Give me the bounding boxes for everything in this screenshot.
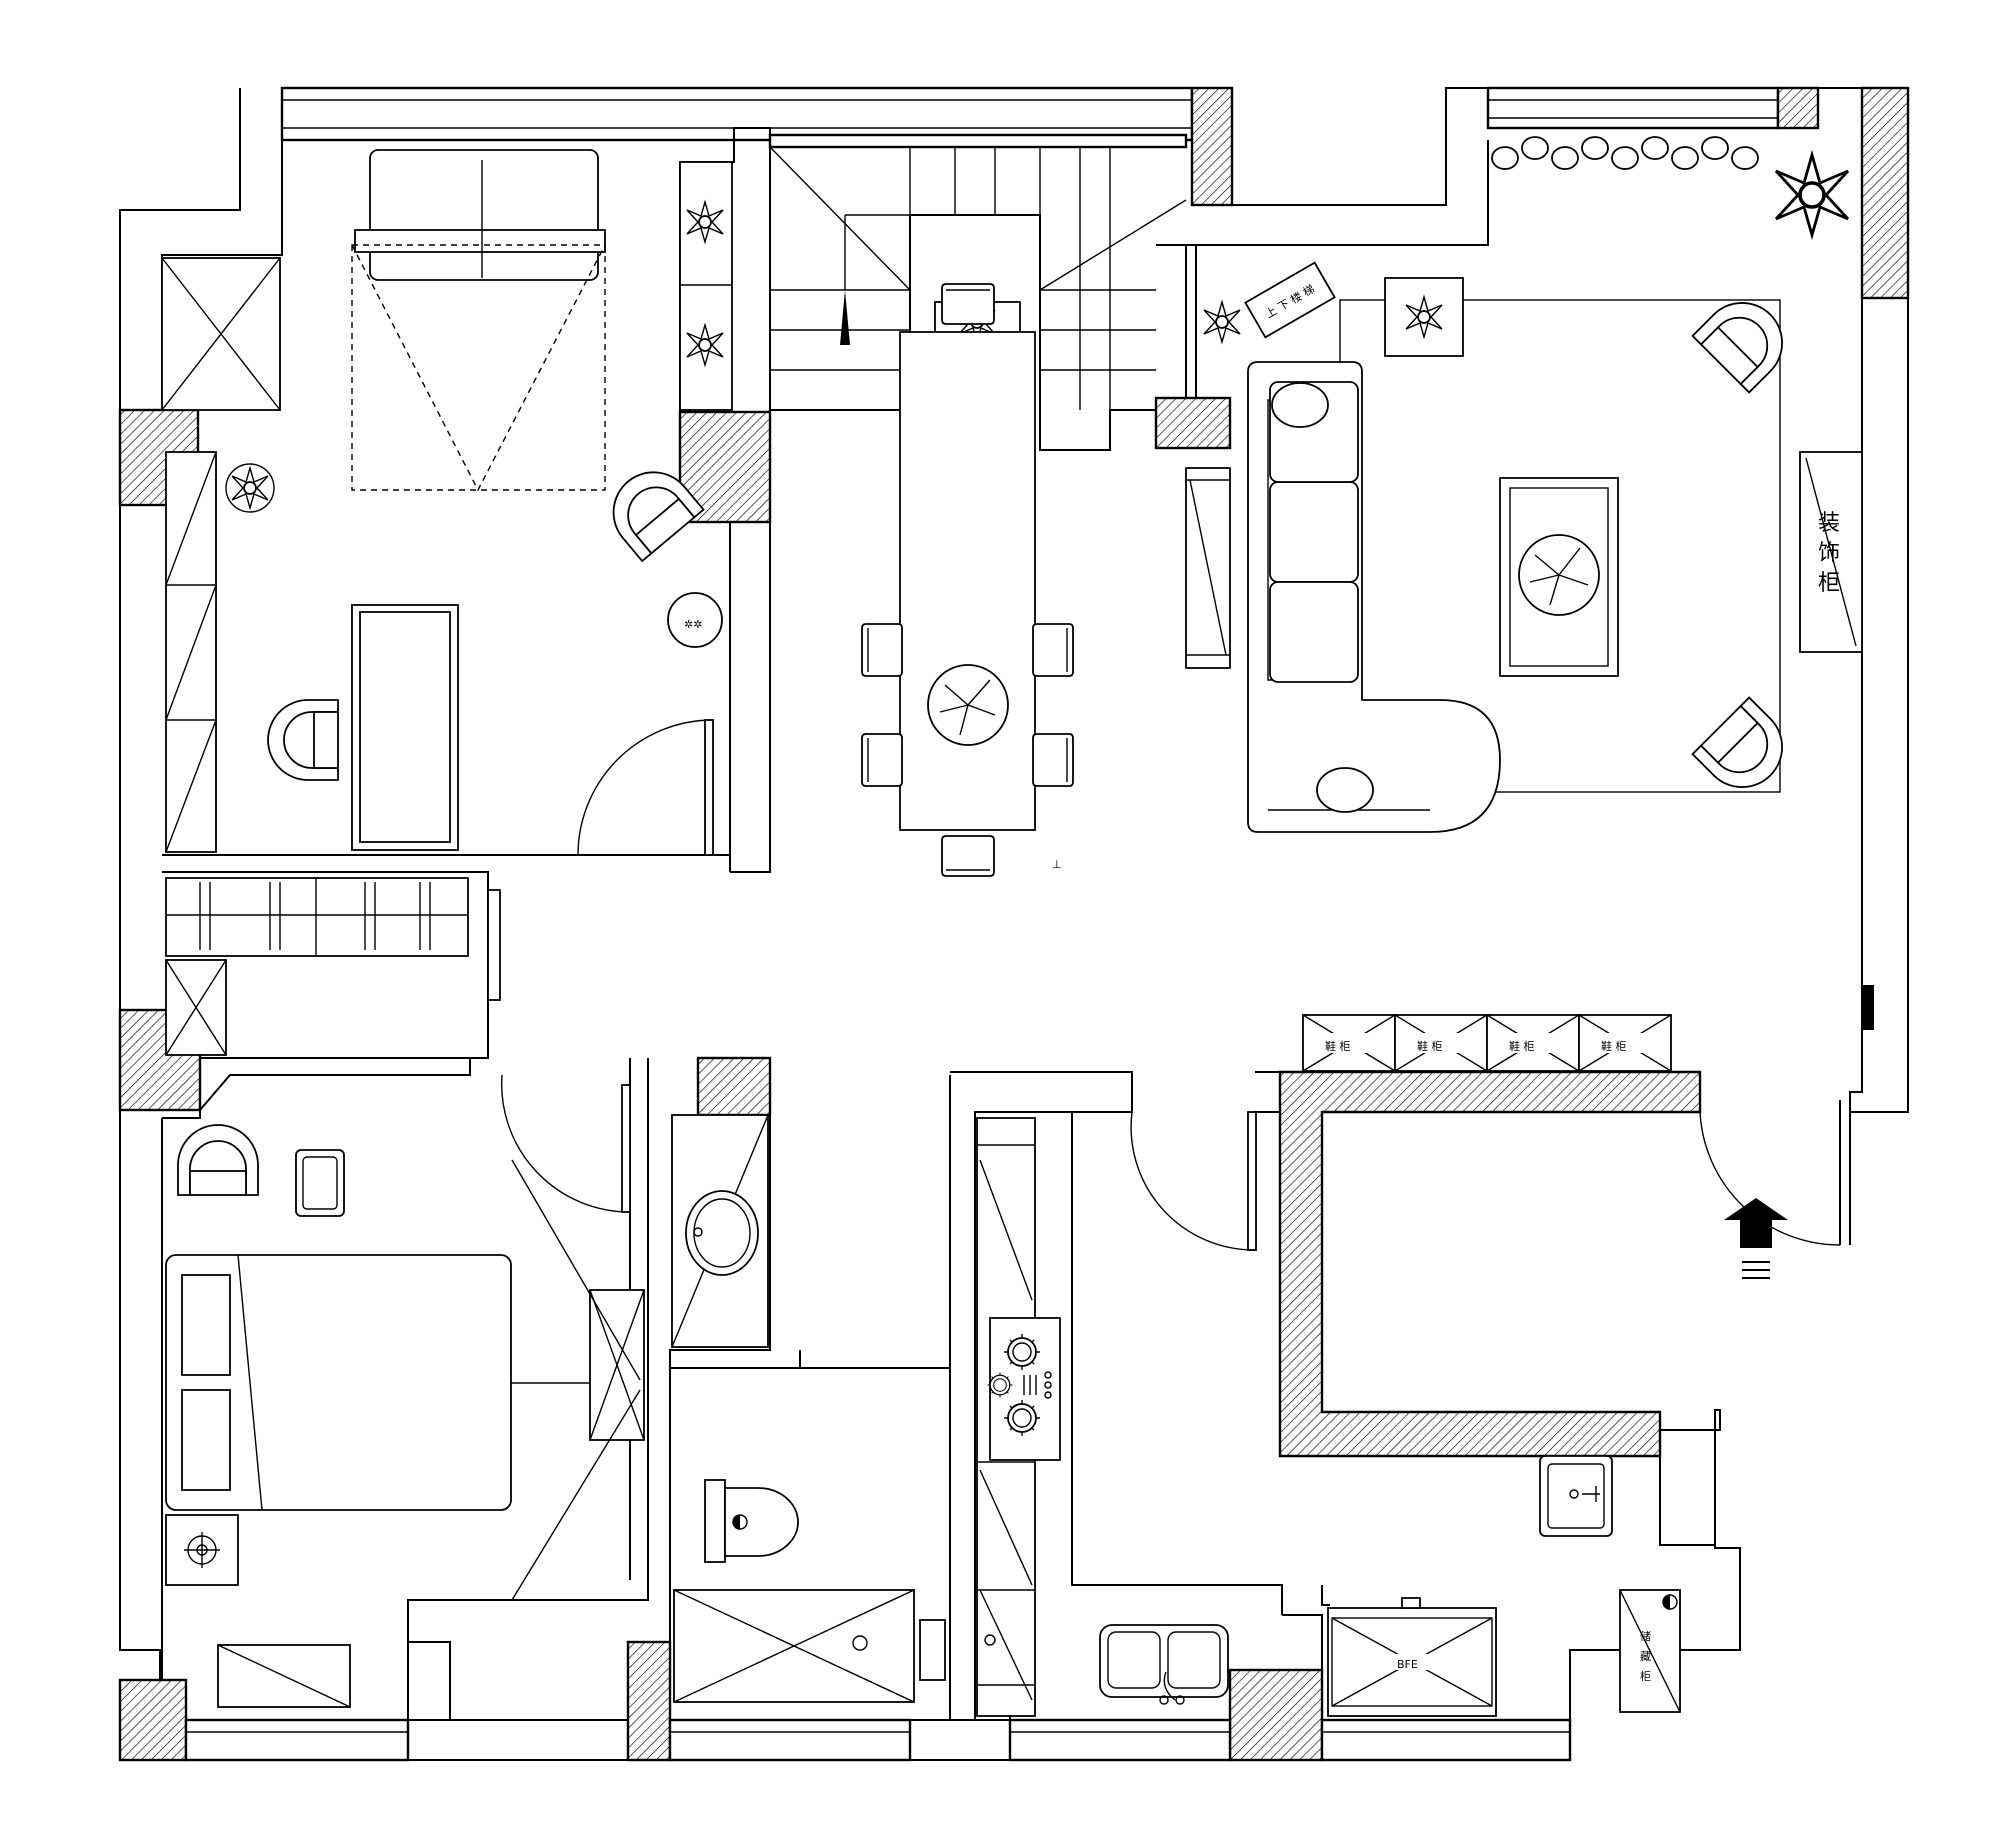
dining-chair	[1032, 623, 1074, 677]
armchair	[1691, 285, 1800, 394]
flower-icon	[1203, 301, 1241, 343]
plant-icon	[1774, 153, 1850, 237]
dimension-mark: ⊥	[1052, 858, 1062, 871]
entry-wall	[1278, 1070, 1702, 1458]
kitchen-sink	[1099, 1624, 1229, 1705]
basin	[685, 1190, 759, 1276]
exterior-walls	[119, 86, 1909, 1721]
storage-cabinet-label-1: 储	[1640, 1629, 1651, 1643]
dining-chair	[941, 835, 995, 877]
bedroom	[165, 1074, 645, 1708]
storage-cabinet-label-3: 柜	[1640, 1670, 1651, 1683]
north-window	[280, 86, 1194, 142]
pebble-row	[1491, 136, 1759, 170]
dining-chair	[941, 283, 995, 325]
toilet	[704, 1479, 799, 1563]
dining-table	[899, 331, 1036, 831]
study-room: ✲✲	[161, 149, 733, 856]
desk-chair	[267, 699, 339, 781]
armchair	[177, 1124, 259, 1196]
plant-icon	[225, 463, 275, 513]
south-windows	[120, 1700, 1572, 1762]
refrigerator: BFE	[1327, 1597, 1497, 1717]
dining-table-decor	[927, 664, 1009, 746]
bedroom-door	[500, 1074, 631, 1213]
decorative-cabinet-label-1: 装	[1818, 511, 1840, 536]
svg-text:✲✲: ✲✲	[684, 618, 702, 631]
stair-sign: 上 下 楼 梯	[1244, 261, 1336, 339]
dining-chair	[861, 623, 903, 677]
shoe-cabinets: 鞋 柜 鞋 柜 鞋 柜 鞋 柜	[1302, 1014, 1672, 1072]
laundry-sink	[1539, 1455, 1613, 1537]
entrance-arrow-icon	[1724, 1198, 1788, 1279]
east-north-window	[1486, 86, 1780, 130]
closet	[165, 877, 469, 1056]
decorative-cabinet-label-3: 柜	[1818, 571, 1840, 596]
living-room: 上 下 楼 梯	[1185, 136, 1874, 1030]
dining-area	[861, 283, 1074, 877]
bathroom	[671, 1114, 946, 1703]
shoe-cabinet-label: 鞋 柜	[1509, 1039, 1535, 1053]
coffee-table-decor	[1518, 534, 1600, 616]
side-table	[667, 592, 723, 648]
entry-door	[1699, 1100, 1841, 1246]
interior-walls	[161, 127, 1715, 1720]
storage-cabinet-label-2: 藏	[1640, 1650, 1651, 1663]
refrigerator-label: BFE	[1397, 1658, 1418, 1671]
plant-shelf	[679, 161, 733, 411]
kitchen-door	[1130, 1111, 1257, 1251]
dining-chair	[861, 733, 903, 787]
sofa-bed	[369, 149, 599, 281]
decorative-cabinet-label-2: 饰	[1818, 541, 1840, 566]
shoe-cabinet-label: 鞋 柜	[1601, 1039, 1627, 1053]
armchair	[1691, 696, 1800, 805]
study-door	[577, 719, 714, 856]
shoe-cabinet-label: 鞋 柜	[1417, 1039, 1443, 1053]
dining-chair	[1032, 733, 1074, 787]
ottoman	[295, 1149, 345, 1217]
shoe-cabinet-label: 鞋 柜	[1325, 1039, 1351, 1053]
l-sofa	[1247, 361, 1501, 833]
kitchen: BFE 储 藏 柜	[976, 1111, 1681, 1717]
